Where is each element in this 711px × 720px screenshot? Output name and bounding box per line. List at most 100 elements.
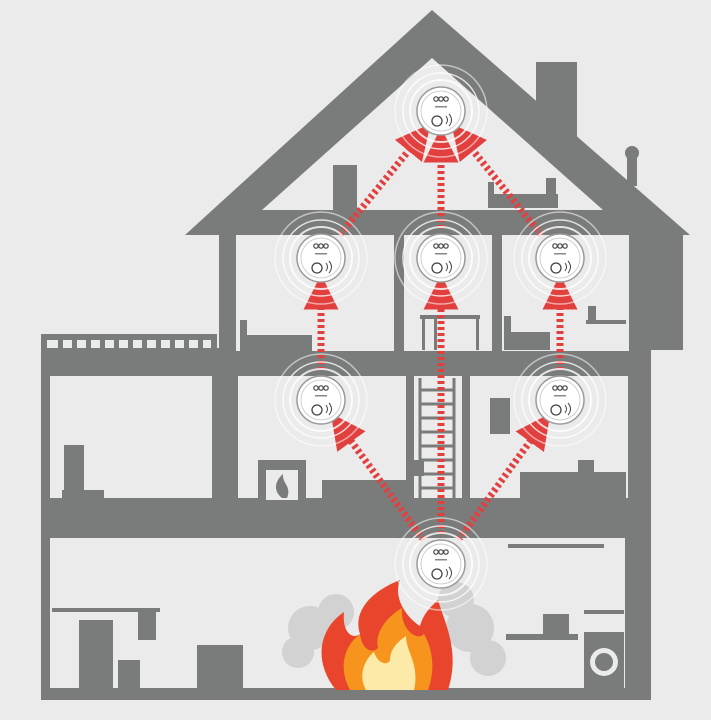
test-button <box>311 404 323 416</box>
signal-ring <box>402 219 480 297</box>
indicator-light <box>318 243 324 249</box>
storage-box <box>197 645 243 689</box>
test-button <box>431 568 443 580</box>
water-tank <box>138 610 156 640</box>
washing-machine-door <box>590 648 618 676</box>
signal-ring <box>274 211 368 305</box>
indicator-light <box>562 243 568 249</box>
boiler <box>79 620 113 688</box>
alarm-inner-rim <box>300 237 342 279</box>
chimney <box>536 62 577 142</box>
alarm-inner-rim <box>539 379 581 421</box>
signal-wave-icon <box>325 260 332 274</box>
alarm-inner-rim <box>420 543 462 585</box>
test-button <box>311 262 323 274</box>
signal-ring <box>409 532 473 596</box>
alarm-middle-right <box>513 353 607 447</box>
brand-mark <box>554 253 566 255</box>
desk-chair <box>588 306 596 320</box>
test-button <box>431 262 443 274</box>
link-arrow-alarm-top-left-to-alarm-attic <box>337 123 431 237</box>
folded-laundry <box>543 614 569 634</box>
signal-ring <box>409 79 473 143</box>
staircase <box>418 378 456 498</box>
indicator-light <box>323 385 329 391</box>
test-button <box>431 115 443 127</box>
smoke-alarm-icon <box>296 375 346 425</box>
indicator-light <box>438 243 444 249</box>
sofa <box>322 480 406 500</box>
balcony-balusters <box>58 340 203 364</box>
smoke-alarm-icon <box>416 539 466 589</box>
furniture <box>52 165 626 689</box>
signal-ring <box>513 353 607 447</box>
indicator-light <box>323 243 329 249</box>
alarm-top-right <box>513 211 607 305</box>
signal-wave-icon <box>564 402 571 416</box>
indicator-light <box>438 96 444 102</box>
pipe-rack <box>52 608 160 612</box>
indicator-light <box>443 549 449 555</box>
stair-rail <box>420 315 480 319</box>
brand-mark <box>435 106 447 108</box>
link-arrow-alarm-top-right-to-alarm-attic <box>451 123 544 237</box>
indicator-light <box>438 549 444 555</box>
signal-ring <box>513 211 607 305</box>
indicator-light <box>443 96 449 102</box>
signal-ring <box>289 368 353 432</box>
alarm-link-arrows <box>303 123 578 542</box>
smoke-alarms <box>274 64 607 611</box>
signal-ring <box>394 517 488 611</box>
balcony-rail <box>41 334 217 340</box>
signal-ring <box>282 361 360 439</box>
indicator-light <box>562 385 568 391</box>
signal-ring <box>394 211 488 305</box>
brand-mark <box>315 395 327 397</box>
signal-ring <box>409 226 473 290</box>
signal-ring <box>274 353 368 447</box>
alarm-inner-rim <box>539 237 581 279</box>
signal-wave-icon <box>445 260 452 274</box>
test-button <box>550 404 562 416</box>
clothesline <box>508 544 604 548</box>
smoke-alarm-icon <box>416 233 466 283</box>
ironing-board <box>506 634 578 640</box>
signal-ring <box>521 219 599 297</box>
alarm-inner-rim <box>420 237 462 279</box>
link-arrow-alarm-basement-to-alarm-middle-left <box>330 413 427 542</box>
signal-ring <box>289 226 353 290</box>
signal-wave-icon <box>445 566 452 580</box>
signal-ring <box>402 72 480 150</box>
smoke-alarm-icon <box>535 375 585 425</box>
fireplace-flame-small <box>266 470 298 500</box>
bed-top-left <box>240 335 312 351</box>
alarm-top-center <box>394 211 488 305</box>
desk <box>586 320 626 324</box>
indicator-light <box>313 243 319 249</box>
cooking-pot <box>578 460 594 472</box>
smoke-alarm-icon <box>535 233 585 283</box>
alarm-top-left <box>274 211 368 305</box>
alarm-middle-left <box>274 353 368 447</box>
indicator-light <box>433 549 439 555</box>
armchair <box>62 490 104 498</box>
bed-top-right <box>504 332 550 350</box>
arcade-cabinet <box>64 445 84 493</box>
signal-wave-icon <box>564 260 571 274</box>
smoke-icon <box>282 582 506 676</box>
brand-mark <box>554 395 566 397</box>
alarm-inner-rim <box>300 379 342 421</box>
brand-mark <box>435 559 447 561</box>
alarm-attic <box>394 64 488 158</box>
roof-vent <box>627 150 637 186</box>
signal-ring <box>394 64 488 158</box>
indicator-light <box>433 96 439 102</box>
indicator-light <box>443 243 449 249</box>
signal-ring <box>528 226 592 290</box>
test-button <box>550 262 562 274</box>
signal-wave-icon <box>445 113 452 127</box>
attic-cabinet <box>333 165 357 211</box>
signal-ring <box>402 525 480 603</box>
